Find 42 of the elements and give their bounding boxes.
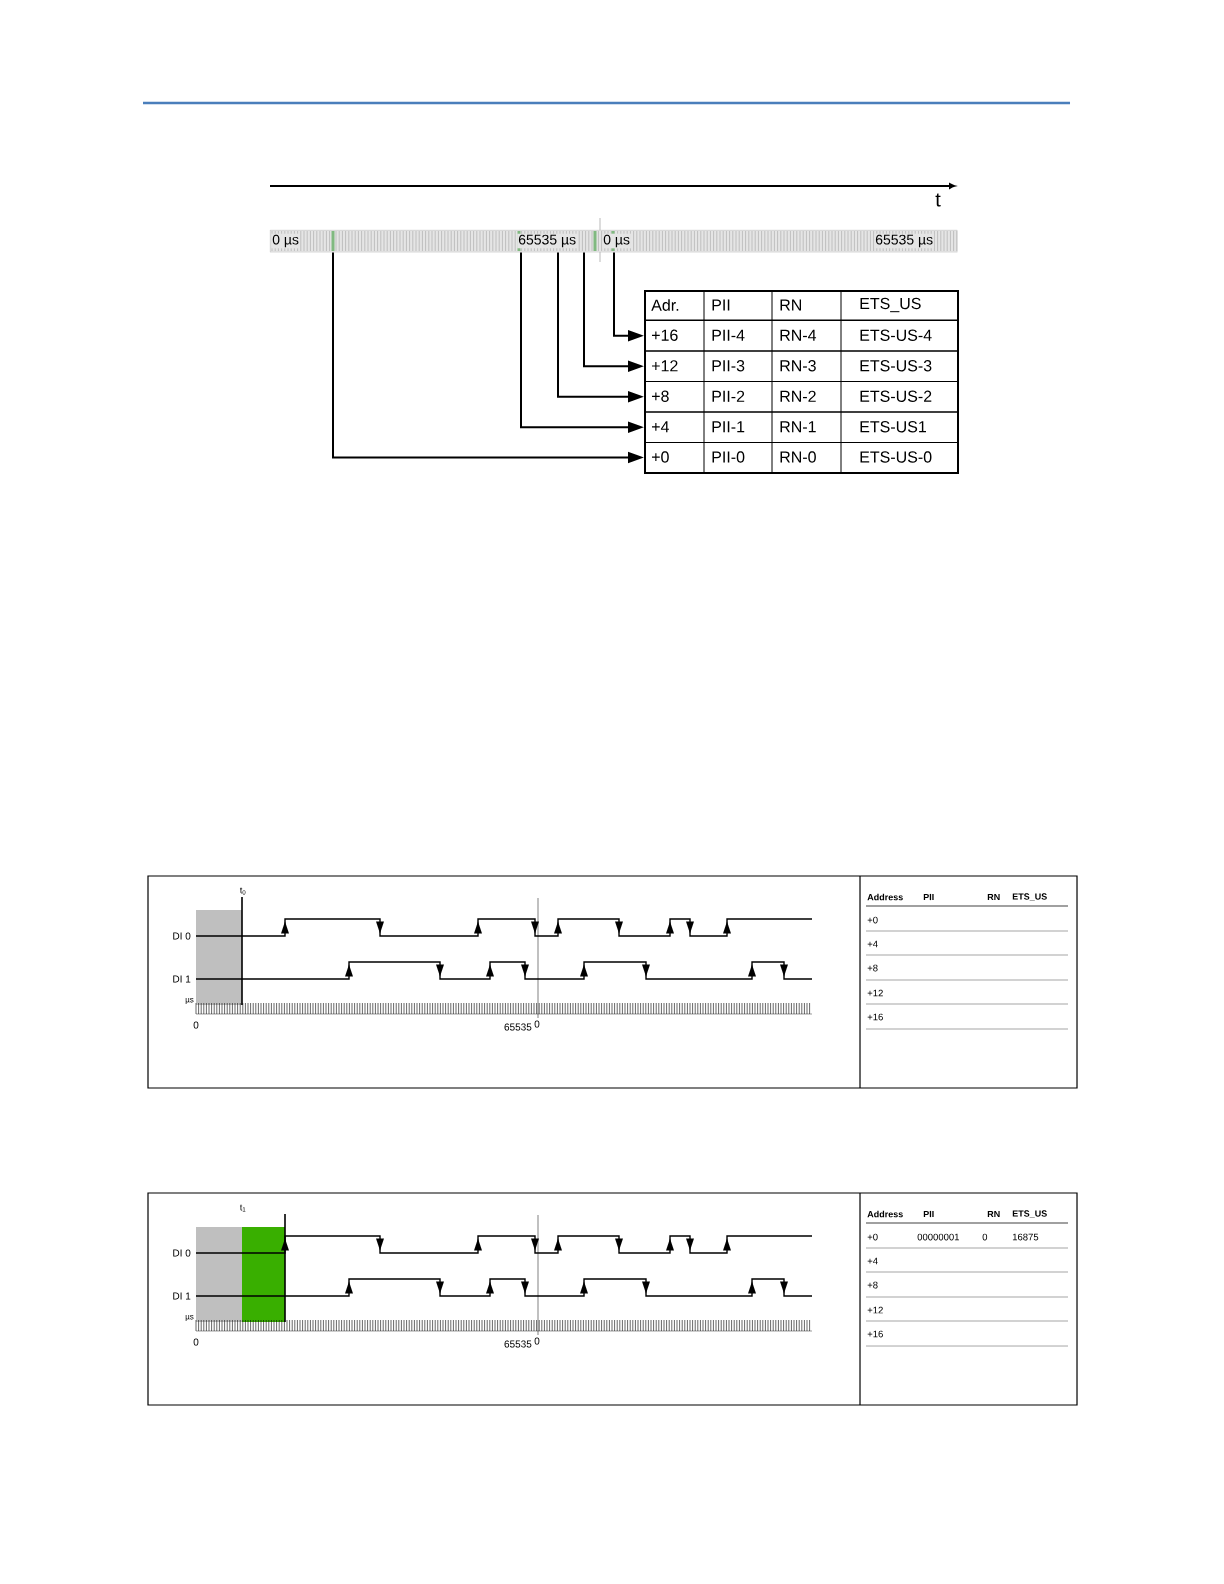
signal-label: DI 0 bbox=[173, 1249, 191, 1257]
unit-label: µs bbox=[185, 998, 194, 1004]
table-row: +12 PII-3 RN-3 ETS-US-3 bbox=[644, 350, 958, 382]
unit-label: µs bbox=[185, 1315, 194, 1321]
signal-label: DI 0 bbox=[173, 932, 191, 940]
table-cell: +0 bbox=[867, 916, 878, 924]
tick-label: 0 bbox=[534, 1337, 540, 1345]
signal-label: DI 1 bbox=[173, 1292, 191, 1300]
table-cell: 16875 bbox=[1012, 1233, 1039, 1241]
table-cell: +8 bbox=[867, 964, 878, 972]
tick-label: 0 bbox=[193, 1021, 199, 1029]
ruler-strip: 0 µs 65535 µs 0 µs 65535 µs bbox=[270, 230, 958, 253]
column-header: RN bbox=[987, 893, 1000, 901]
table-cell: +16 bbox=[867, 1013, 883, 1021]
table-cell: +16 bbox=[867, 1330, 883, 1338]
table-row: +8 PII-2 RN-2 ETS-US-2 bbox=[644, 381, 958, 413]
tick-label: 0 bbox=[193, 1338, 199, 1346]
table-cell: 0 bbox=[982, 1233, 988, 1241]
tick-label: 65535 bbox=[504, 1023, 532, 1031]
column-header: ETS_US bbox=[1012, 1210, 1047, 1218]
column-header: ETS_US bbox=[1012, 893, 1047, 901]
table-cell: +8 bbox=[867, 1281, 878, 1289]
marker-label: t$_{1}$ bbox=[239, 1204, 246, 1212]
column-header: PII bbox=[923, 893, 934, 901]
table-cell: +12 bbox=[867, 989, 883, 997]
table-row: +4 PII-1 RN-1 ETS-US1 bbox=[644, 411, 958, 443]
axis-label: t bbox=[935, 193, 941, 207]
tick-label: 65535 bbox=[504, 1340, 532, 1348]
column-header: Address bbox=[867, 1210, 903, 1218]
table-cell: +4 bbox=[867, 940, 878, 948]
table-cell: 00000001 bbox=[917, 1233, 959, 1241]
tick-label: 0 bbox=[534, 1020, 540, 1028]
column-header: RN bbox=[987, 1210, 1000, 1218]
table-row: +0 PII-0 RN-0 ETS-US-0 bbox=[644, 442, 958, 473]
column-header: Address bbox=[867, 893, 903, 901]
signal-label: DI 1 bbox=[173, 975, 191, 983]
table-cell: +0 bbox=[867, 1233, 878, 1241]
table-row: +16 PII-4 RN-4 ETS-US-4 bbox=[644, 320, 958, 352]
table-cell: +4 bbox=[867, 1257, 878, 1265]
table-cell: +12 bbox=[867, 1306, 883, 1314]
column-header: PII bbox=[923, 1210, 934, 1218]
marker-label: t$_{0}$ bbox=[239, 887, 246, 895]
